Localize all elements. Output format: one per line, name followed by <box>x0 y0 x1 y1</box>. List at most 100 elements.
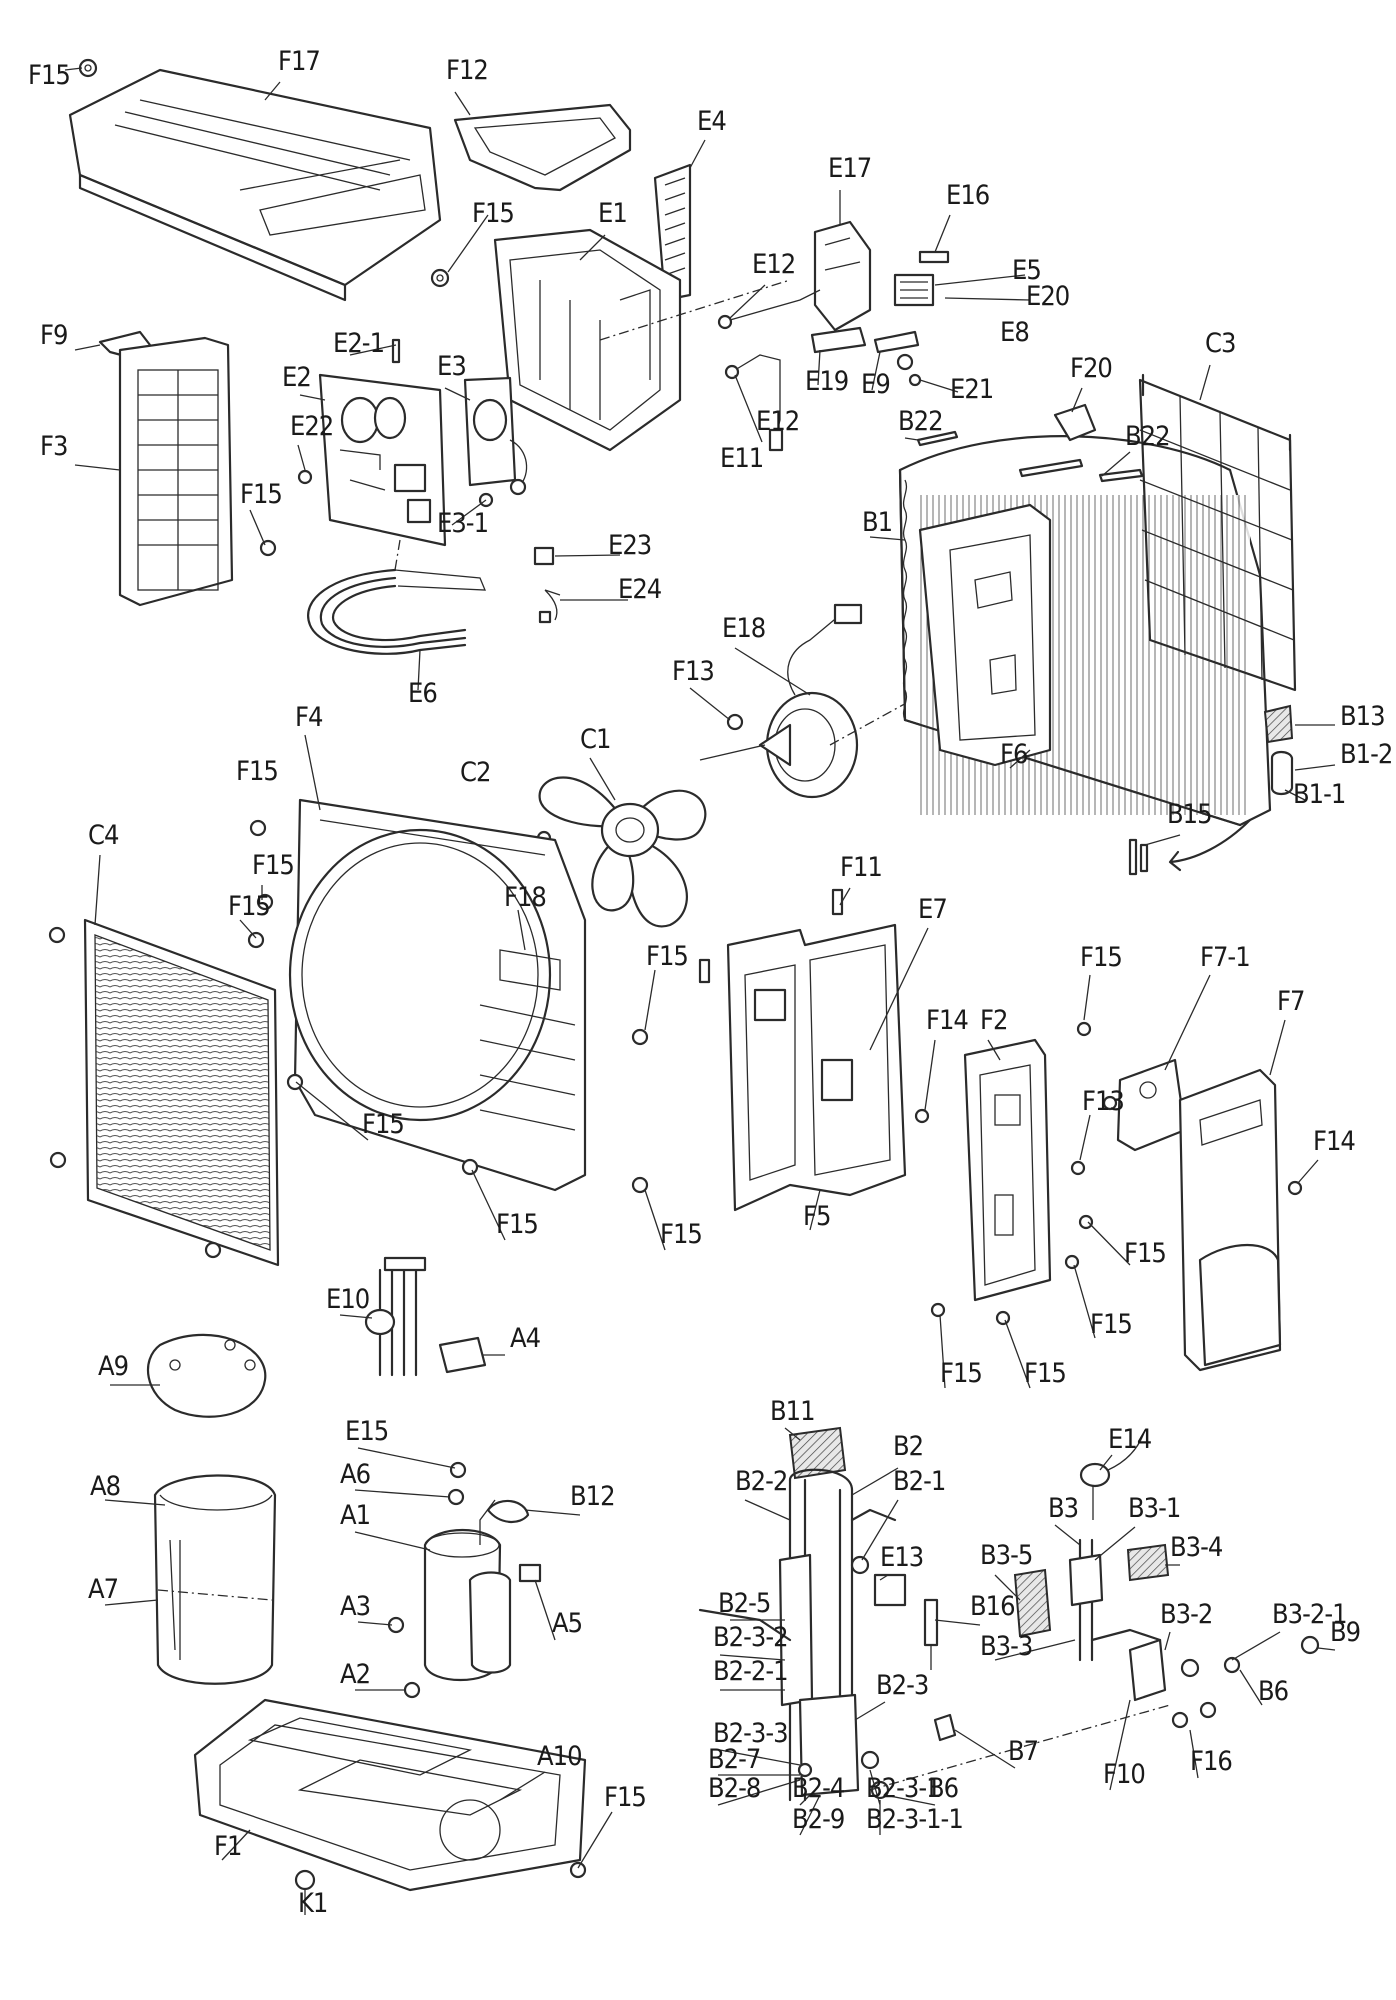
wire-harness-part <box>717 289 922 452</box>
part-label-e10: E10 <box>326 1284 369 1315</box>
part-label-f13_b: F13 <box>1082 1086 1124 1117</box>
circuit-board-part <box>318 373 447 547</box>
part-label-a2: A2 <box>340 1659 370 1690</box>
part-label-b7: B7 <box>1008 1736 1038 1767</box>
screw-icon <box>569 1861 587 1879</box>
part-label-e3-1: E3-1 <box>437 508 488 539</box>
part-label-b2-2-1: B2-2-1 <box>713 1656 788 1687</box>
screw-icon <box>930 1021 1094 1326</box>
compressor-jacket-part <box>153 1474 277 1685</box>
part-label-b9: B9 <box>1330 1617 1360 1648</box>
part-label-b2: B2 <box>893 1431 923 1462</box>
part-label-c4: C4 <box>88 820 119 851</box>
part-label-f10: F10 <box>1103 1759 1145 1790</box>
top-cover-part <box>68 68 442 302</box>
fan-motor-part <box>699 603 863 799</box>
part-label-e19: E19 <box>805 366 848 397</box>
part-label-e1: E1 <box>598 198 627 229</box>
part-label-f15_n: F15 <box>940 1358 982 1389</box>
part-label-f15_j: F15 <box>496 1209 538 1240</box>
part-label-f14_b: F14 <box>1313 1126 1355 1157</box>
part-label-b22_a: B22 <box>898 406 943 437</box>
part-label-e20: E20 <box>1026 281 1069 312</box>
part-label-b15: B15 <box>1167 799 1212 830</box>
part-label-b3-4: B3-4 <box>1170 1532 1223 1563</box>
part-label-f13: F13 <box>672 656 714 687</box>
part-label-f15_i: F15 <box>362 1109 404 1140</box>
part-label-b3: B3 <box>1048 1493 1078 1524</box>
part-label-b3-5: B3-5 <box>980 1540 1032 1571</box>
nut-icon <box>387 1461 467 1699</box>
part-label-b2-1: B2-1 <box>893 1466 945 1497</box>
part-label-b13: B13 <box>1340 701 1385 732</box>
screw-icon <box>1102 1095 1118 1111</box>
part-label-e24: E24 <box>618 574 662 605</box>
part-label-f15_m: F15 <box>1090 1309 1132 1340</box>
part-label-e18: E18 <box>722 613 765 644</box>
control-box-cover-part <box>453 103 632 192</box>
part-label-e13: E13 <box>880 1542 923 1573</box>
sensor-holder-part <box>788 1426 847 1480</box>
part-label-b2-4: B2-4 <box>792 1773 845 1804</box>
sensor-bracket-part <box>364 1256 427 1377</box>
part-label-e12_a: E12 <box>752 249 795 280</box>
part-label-f20: F20 <box>1070 353 1112 384</box>
rear-wire-guard-part <box>1138 373 1297 692</box>
part-label-f9: F9 <box>40 320 67 351</box>
spacer-part <box>391 338 401 364</box>
part-label-f2: F2 <box>980 1005 1007 1036</box>
control-box-part <box>493 228 682 452</box>
front-grille-part <box>83 918 280 1267</box>
part-label-a6: A6 <box>340 1459 370 1490</box>
part-label-e11: E11 <box>720 443 763 474</box>
part-label-e14: E14 <box>1108 1424 1152 1455</box>
part-label-b2-9: B2-9 <box>792 1804 844 1835</box>
part-label-b3-3: B3-3 <box>980 1631 1032 1662</box>
part-label-e3: E3 <box>437 351 466 382</box>
screw-icon <box>914 1108 930 1124</box>
part-label-e21: E21 <box>950 374 993 405</box>
part-label-b12: B12 <box>570 1481 615 1512</box>
part-label-e12_b: E12 <box>756 406 799 437</box>
service-plate-part <box>963 1038 1052 1302</box>
part-label-f15_k: F15 <box>660 1219 702 1250</box>
compressor-part <box>423 1499 512 1681</box>
part-label-f15_g: F15 <box>646 941 688 972</box>
expansion-valve-part <box>1013 1538 1320 1729</box>
leader-lines <box>64 67 1336 1915</box>
part-label-b2-2: B2-2 <box>735 1466 787 1497</box>
terminal-block-part <box>813 220 950 332</box>
seal-strip-part <box>916 430 1144 483</box>
screw-icon <box>430 268 450 288</box>
valve-core-part <box>1128 818 1252 876</box>
part-label-e15: E15 <box>345 1416 388 1447</box>
part-label-b2-8: B2-8 <box>708 1773 760 1804</box>
part-label-f15_b: F15 <box>472 198 514 229</box>
part-label-a10: A10 <box>537 1741 582 1772</box>
part-label-f6: F6 <box>1000 739 1027 770</box>
part-label-f1: F1 <box>214 1831 241 1862</box>
part-label-f15_h: F15 <box>1080 942 1122 973</box>
divider-panel-part <box>698 888 907 1212</box>
part-label-a3: A3 <box>340 1591 370 1622</box>
part-label-b1-1: B1-1 <box>1293 779 1345 810</box>
part-label-b3-1: B3-1 <box>1128 1493 1180 1524</box>
part-label-e2-1: E2-1 <box>333 328 384 359</box>
part-label-f7: F7 <box>1277 986 1304 1017</box>
front-panel-part <box>288 798 587 1192</box>
part-label-f11: F11 <box>840 852 882 883</box>
part-label-c2: C2 <box>460 757 490 788</box>
part-label-e6: E6 <box>408 678 437 709</box>
part-label-b1: B1 <box>862 507 892 538</box>
screw-icon <box>726 713 744 731</box>
sound-insulation-top-part <box>146 1333 267 1418</box>
part-label-f15_e: F15 <box>252 850 294 881</box>
part-label-a4: A4 <box>510 1323 541 1354</box>
part-label-a1: A1 <box>340 1500 370 1531</box>
part-label-b2-3: B2-3 <box>876 1670 928 1701</box>
part-label-e8: E8 <box>1000 317 1029 348</box>
part-label-a5: A5 <box>552 1608 582 1639</box>
part-label-k1: K1 <box>298 1888 327 1919</box>
part-label-f15_o: F15 <box>1024 1358 1066 1389</box>
